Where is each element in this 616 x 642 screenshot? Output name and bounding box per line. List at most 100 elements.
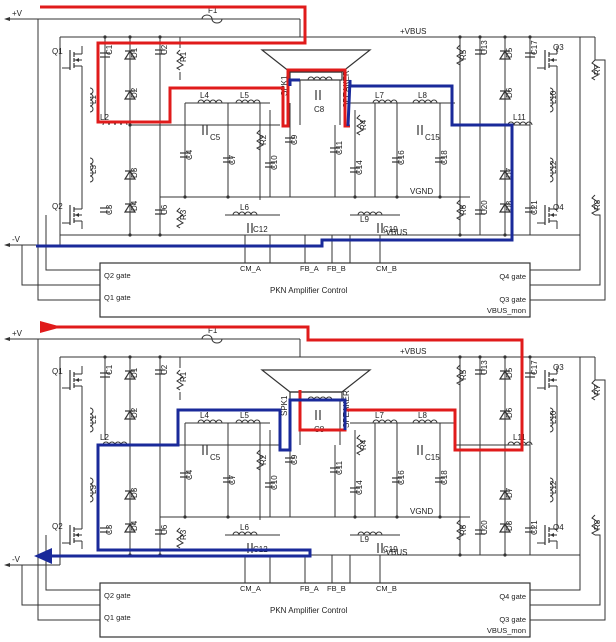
label: C16 [397, 470, 406, 485]
label: L7 [375, 91, 384, 100]
label: L11 [513, 113, 526, 122]
label: C20 [480, 520, 489, 535]
label: F1 [208, 6, 218, 15]
junction-dot [353, 195, 357, 199]
label: C21 [530, 200, 539, 215]
label: L6 [240, 523, 249, 532]
label: D4 [130, 520, 139, 531]
label: R1 [179, 51, 188, 62]
junction-dot [438, 195, 442, 199]
label: L11 [513, 433, 526, 442]
junction-dot [528, 35, 532, 39]
pin-cm-a: CM_A [240, 264, 261, 273]
label: R7 [593, 384, 602, 395]
label: C15 [425, 453, 440, 462]
label: R8 [593, 519, 602, 530]
label: C7 [228, 154, 237, 165]
label: R8 [593, 199, 602, 210]
junction-dot [458, 233, 462, 237]
label: C1 [105, 44, 114, 55]
label: R6 [459, 204, 468, 215]
label: C12 [253, 225, 268, 234]
label: Q2 [52, 202, 63, 211]
junction-dot [158, 355, 162, 359]
plus-v-label: +V [12, 9, 23, 18]
label: C10 [270, 475, 279, 490]
label: C20 [480, 200, 489, 215]
junction-dot [503, 233, 507, 237]
label: L1 [89, 95, 98, 104]
label: C21 [530, 520, 539, 535]
label: C6 [160, 204, 169, 215]
label: C18 [440, 470, 449, 485]
label: C14 [355, 160, 364, 175]
label: Q4 [553, 203, 564, 212]
label: C17 [530, 40, 539, 55]
minus-v-label: -V [12, 555, 21, 564]
label: L8 [418, 411, 427, 420]
label: R2 [259, 454, 268, 465]
label: Q3 [553, 363, 564, 372]
junction-dot [128, 233, 132, 237]
pin-cm-b: CM_B [376, 584, 397, 593]
vgnd-label: VGND [410, 187, 433, 196]
plus-v-label: +V [12, 329, 23, 338]
label: C19 [383, 545, 398, 554]
label: C19 [383, 225, 398, 234]
label: R6 [459, 524, 468, 535]
junction-dot [458, 553, 462, 557]
pin-q1-gate: Q1 gate [104, 293, 131, 302]
label: L9 [360, 535, 369, 544]
pin-cm-a: CM_A [240, 584, 261, 593]
current-paths-bottom [34, 321, 524, 564]
vbus-pos-label: +VBUS [400, 27, 426, 36]
label: L7 [375, 411, 384, 420]
junction-dot [528, 355, 532, 359]
pin-fb-b: FB_B [327, 264, 346, 273]
junction-dot [183, 515, 187, 519]
label: R5 [459, 369, 468, 380]
pin-fb-b: FB_B [327, 584, 346, 593]
pin-vbus-mon: VBUS_mon [487, 626, 526, 635]
label: R3 [179, 529, 188, 540]
pin-q3-gate: Q3 gate [499, 615, 526, 624]
label: D5 [505, 367, 514, 378]
speaker-ref-label: SPK1 [280, 75, 289, 96]
label: L2 [100, 113, 109, 122]
label: L3 [89, 485, 98, 494]
label: C11 [335, 460, 344, 475]
label: C9 [290, 134, 299, 145]
minus-v-label: -V [12, 235, 21, 244]
amplifier-control-box [99, 582, 531, 638]
label: C4 [185, 469, 194, 480]
pin-q2-gate: Q2 gate [104, 591, 131, 600]
pin-q3-gate: Q3 gate [499, 295, 526, 304]
junction-dot [128, 123, 132, 127]
label: Q3 [553, 43, 564, 52]
label: L5 [240, 91, 249, 100]
speaker-ref-label: SPK1 [280, 395, 289, 416]
current-paths-top [36, 5, 514, 248]
label: C3 [105, 204, 114, 215]
label: L8 [418, 91, 427, 100]
label: L4 [200, 91, 209, 100]
label: D8 [505, 520, 514, 531]
label: D1 [130, 47, 139, 58]
current-arrow-icon [34, 548, 52, 564]
label: C5 [210, 133, 221, 142]
label: D6 [505, 407, 514, 418]
label: L1 [89, 415, 98, 424]
label: L5 [240, 411, 249, 420]
junction-dot [183, 195, 187, 199]
current-arrow-icon [40, 321, 62, 333]
